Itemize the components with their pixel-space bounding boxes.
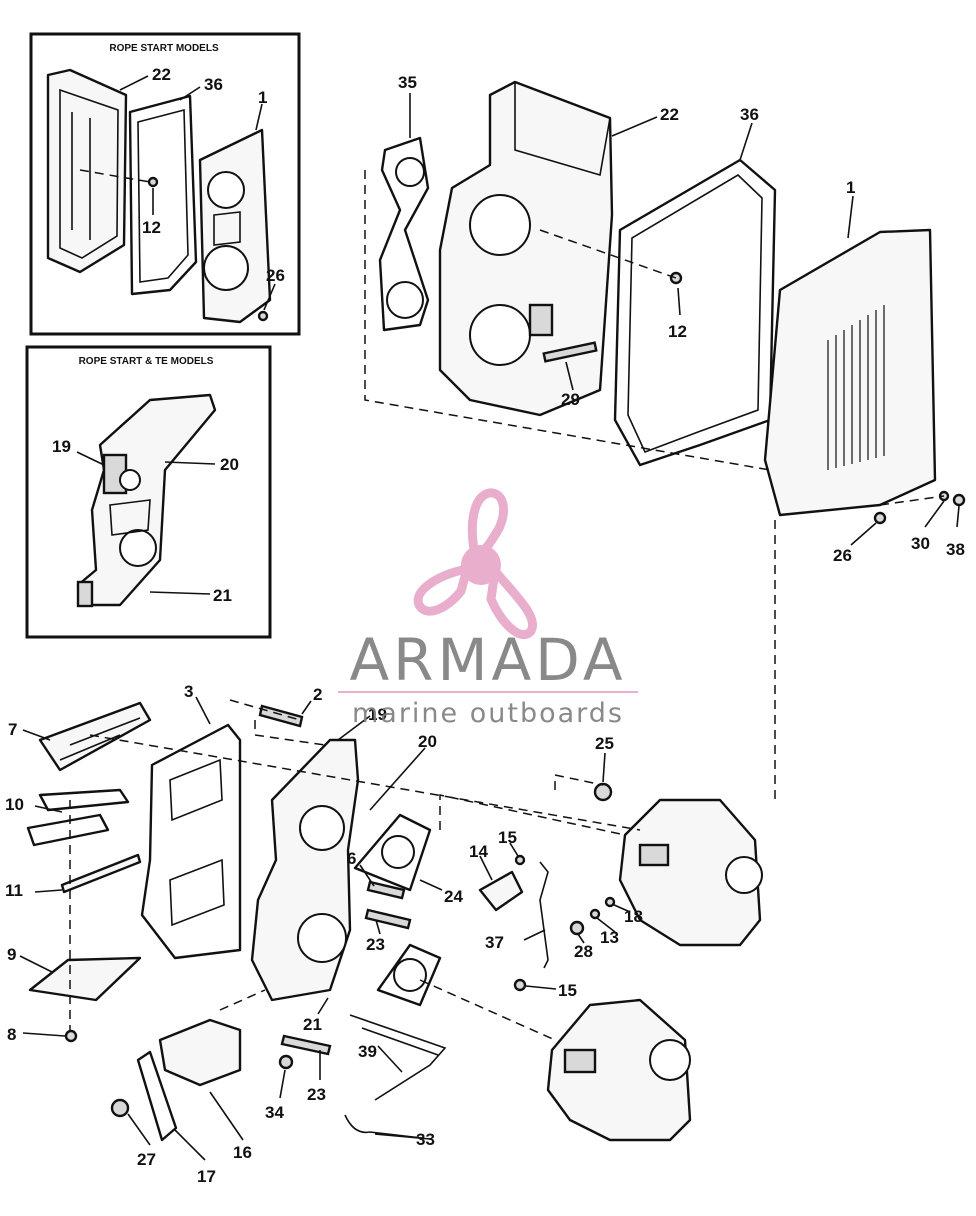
callout-label: 12 [668,322,687,341]
brand-tagline: marine outboards [352,698,624,729]
callout-label: 34 [265,1103,284,1122]
callout-label: 21 [303,1015,322,1034]
callout-label: 33 [416,1130,435,1149]
callout-label: 22 [660,105,679,124]
callout-label: 17 [197,1167,216,1186]
intake-assembly [19,696,763,1161]
callout-label: 29 [561,390,580,409]
callout-label: 16 [233,1143,252,1162]
armada-watermark: ARMADA marine outboards [338,488,638,729]
callout-label: 10 [5,795,24,814]
callout-label: 12 [142,218,161,237]
callout-label: 2 [313,685,322,704]
callout-label: 23 [366,935,385,954]
callout-label: 6 [347,849,356,868]
inset-title: ROPE START MODELS [109,43,219,54]
callout-label: 14 [469,842,488,861]
callout-label: 21 [213,586,232,605]
callout-label: 20 [220,455,239,474]
callout-label: 19 [368,705,387,724]
callout-label: 39 [358,1042,377,1061]
callout-label: 22 [152,65,171,84]
callout-label: 35 [398,73,417,92]
callout-label: 19 [52,437,71,456]
propeller-logo-icon [413,488,538,640]
callout-label: 38 [946,540,965,559]
brand-name: ARMADA [349,626,626,694]
callout-label: 13 [600,928,619,947]
inset-rope-start-te-models: ROPE START & TE MODELS 19 20 21 [25,345,272,639]
silencer-assembly [364,80,966,800]
callout-label: 36 [204,75,223,94]
callout-label: 3 [184,682,193,701]
inset-title: ROPE START & TE MODELS [79,356,214,367]
callout-label: 27 [137,1150,156,1169]
callout-label: 26 [266,266,285,285]
callout-label: 28 [574,942,593,961]
callout-label: 26 [833,546,852,565]
callout-label: 30 [911,534,930,553]
callout-label: 1 [258,88,267,107]
inset-rope-start-models: ROPE START MODELS 22 36 1 12 26 [29,32,301,336]
callout-label: 7 [8,720,17,739]
cover-grille [827,305,885,470]
callout-label: 1 [846,178,855,197]
callout-label: 11 [5,881,23,900]
callout-label: 15 [558,981,577,1000]
callout-label: 36 [740,105,759,124]
callout-label: 20 [418,732,437,751]
main-callouts: 35 22 36 1 12 29 30 38 26 2 3 7 10 11 9 … [5,73,965,1186]
callout-label: 8 [7,1025,16,1044]
callout-label: 23 [307,1085,326,1104]
callout-label: 37 [485,933,504,952]
callout-label: 9 [7,945,16,964]
callout-label: 18 [624,907,643,926]
callout-label: 24 [444,887,463,906]
callout-label: 15 [498,828,517,847]
callout-label: 25 [595,734,614,753]
